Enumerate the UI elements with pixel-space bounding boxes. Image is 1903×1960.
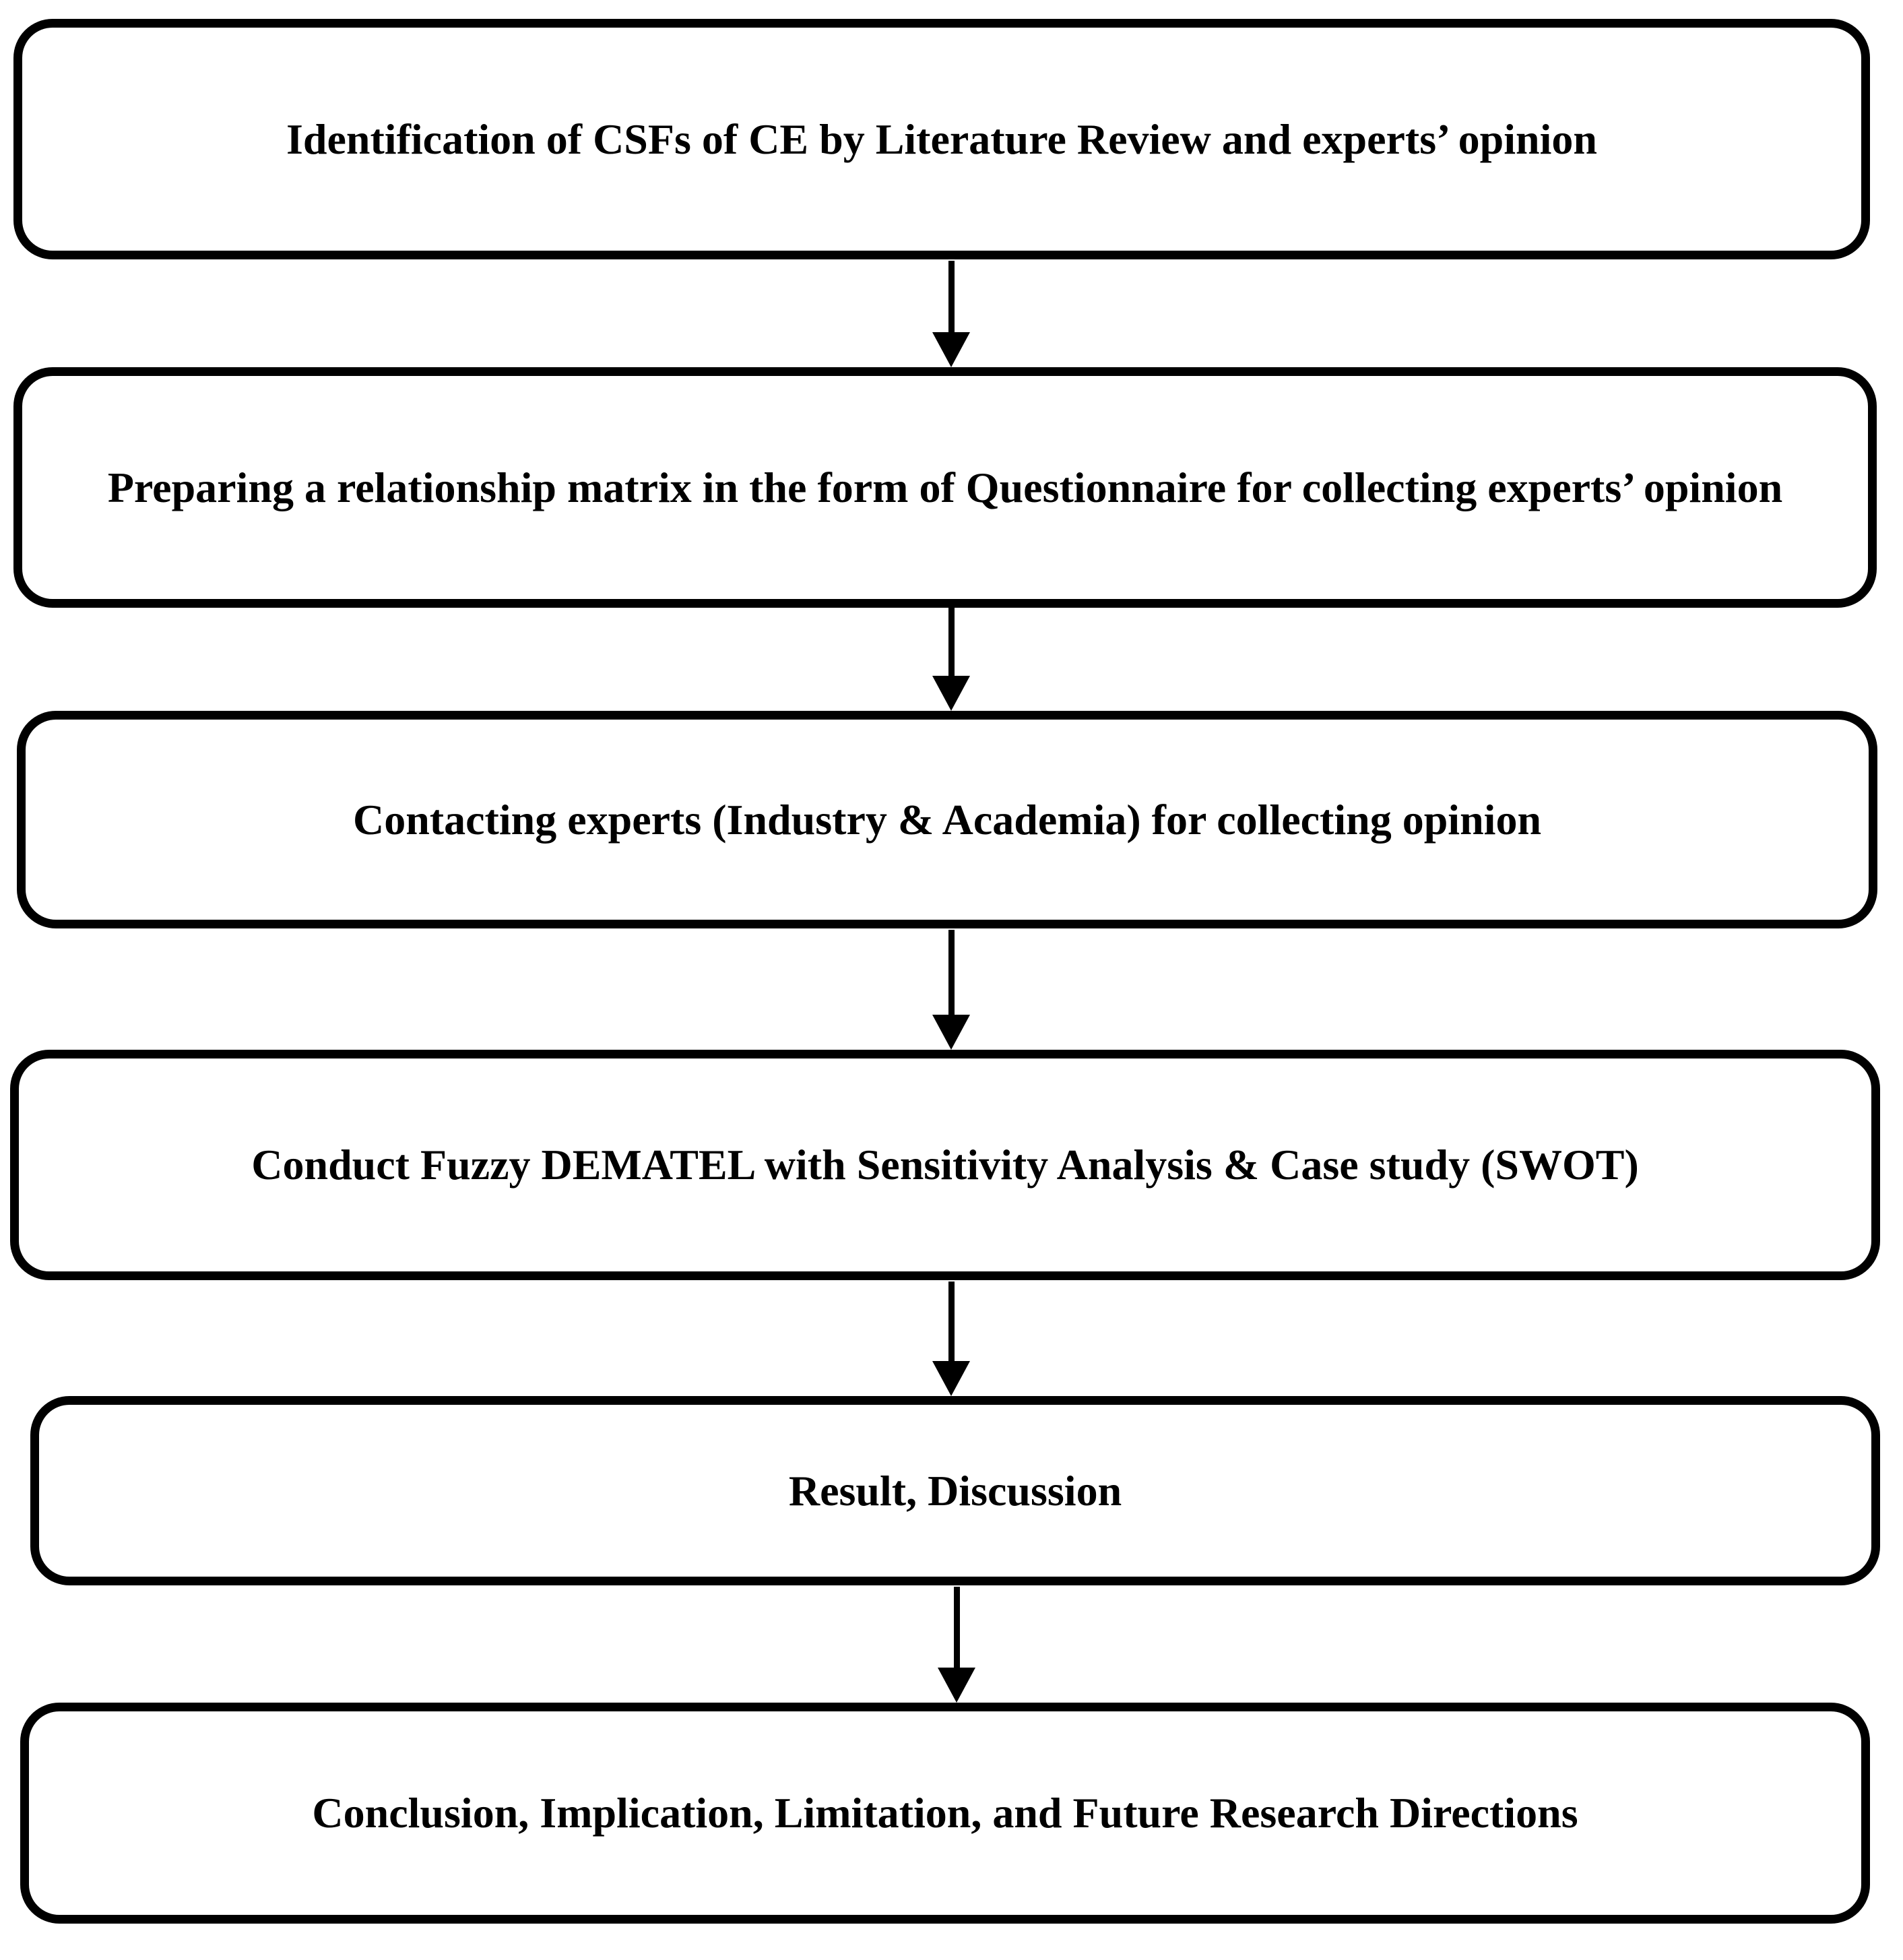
flow-step-label: Conduct Fuzzy DEMATEL with Sensitivity A… [251, 1141, 1639, 1189]
flow-step-label: Conclusion, Implication, Limitation, and… [312, 1789, 1578, 1837]
arrow-shaft [948, 930, 955, 1015]
arrow-shaft [953, 1587, 960, 1668]
arrow-shaft [948, 608, 955, 676]
flow-step-fuzzy-dematel: Conduct Fuzzy DEMATEL with Sensitivity A… [10, 1050, 1880, 1280]
arrow-head [932, 1015, 970, 1050]
flow-step-result-discussion: Result, Discussion [30, 1396, 1880, 1585]
arrow-down-icon [938, 1587, 975, 1703]
arrow-head [932, 332, 970, 367]
arrow-down-icon [932, 261, 970, 367]
arrow-shaft [948, 261, 955, 332]
flow-step-label: Preparing a relationship matrix in the f… [107, 463, 1783, 511]
flow-step-conclusion: Conclusion, Implication, Limitation, and… [20, 1703, 1870, 1924]
flow-step-label: Result, Discussion [788, 1466, 1122, 1515]
arrow-head [938, 1668, 975, 1703]
flow-step-label: Identification of CSFs of CE by Literatu… [286, 115, 1598, 163]
flow-step-label: Contacting experts (Industry & Academia)… [352, 795, 1542, 844]
arrow-down-icon [932, 1282, 970, 1396]
flow-step-relationship-matrix: Preparing a relationship matrix in the f… [13, 367, 1877, 608]
arrow-shaft [948, 1282, 955, 1361]
arrow-head [932, 676, 970, 711]
arrow-down-icon [932, 930, 970, 1050]
flow-step-identification: Identification of CSFs of CE by Literatu… [13, 19, 1870, 259]
flow-step-contacting-experts: Contacting experts (Industry & Academia)… [17, 711, 1877, 928]
arrow-down-icon [932, 608, 970, 711]
arrow-head [932, 1361, 970, 1396]
